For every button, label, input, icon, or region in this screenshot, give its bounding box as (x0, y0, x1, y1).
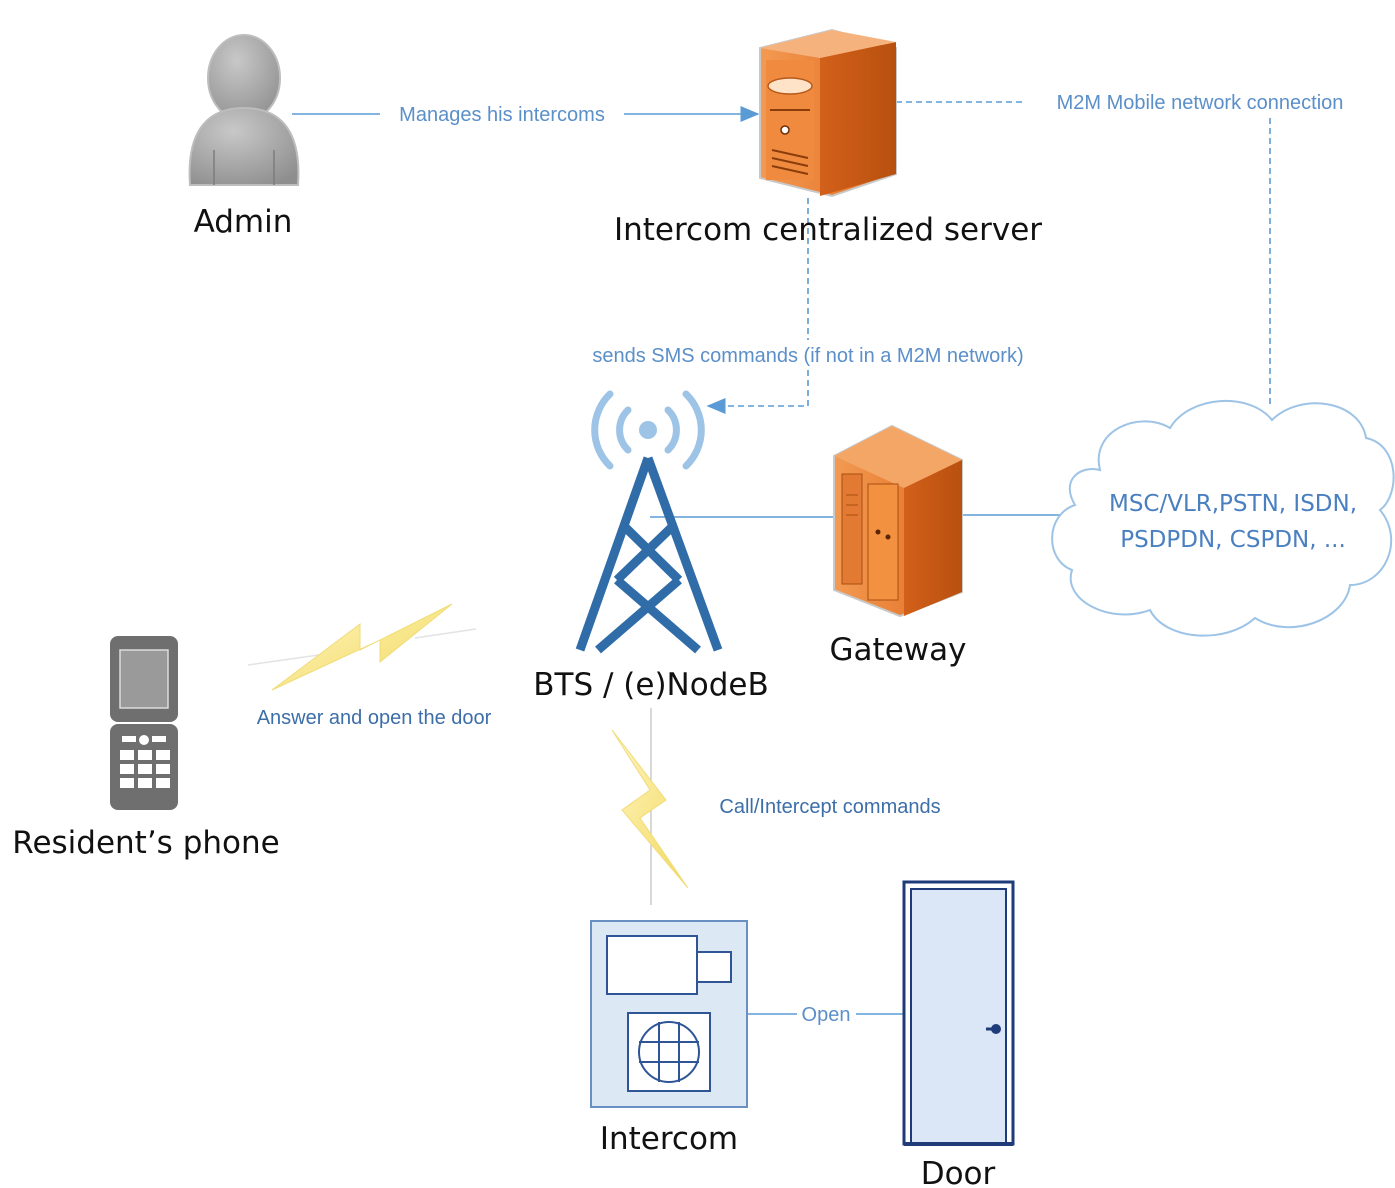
edge-label-bts-intercom: Call/Intercept commands (719, 796, 940, 818)
intercom-label: Intercom (600, 1121, 738, 1157)
gateway-icon (833, 424, 963, 618)
intercom-node: Intercom (590, 920, 748, 1157)
admin-node: Admin (188, 34, 300, 240)
phone-node: Resident’s phone (12, 636, 280, 861)
person-icon (188, 34, 300, 186)
gateway-node: Gateway (830, 424, 967, 668)
edge-label-admin-server: Manages his intercoms (399, 104, 605, 126)
edge-label-server-bts: sends SMS commands (if not in a M2M netw… (592, 345, 1023, 367)
lightning-intercom-icon (611, 729, 689, 889)
cloud-icon (1051, 400, 1395, 637)
server-node: Intercom centralized server (614, 28, 1042, 248)
edge-label-server-network: M2M Mobile network connection (1057, 92, 1344, 114)
network-label-line2: PSDPDN, CSPDN, ... (1120, 527, 1346, 553)
door-label: Door (921, 1156, 996, 1188)
signal-waves-icon (591, 390, 705, 470)
door-node: Door (902, 880, 1015, 1188)
bts-label: BTS / (e)NodeB (533, 667, 768, 703)
tower-icon (575, 456, 723, 654)
phone-label: Resident’s phone (12, 825, 279, 861)
edge-label-intercom-door: Open (802, 1004, 851, 1026)
phone-icon (110, 636, 178, 810)
connectors (292, 101, 1271, 1015)
network-label-line1: MSC/VLR,PSTN, ISDN, (1109, 491, 1357, 517)
door-icon (902, 880, 1015, 1146)
edge-server-bts-bottom (706, 370, 809, 414)
intercom-icon (590, 920, 748, 1108)
server-label: Intercom centralized server (614, 212, 1042, 248)
gateway-label: Gateway (830, 632, 967, 668)
bts-node: BTS / (e)NodeB (533, 390, 769, 703)
admin-label: Admin (194, 204, 293, 240)
lightning-phone-icon (247, 603, 477, 691)
server-icon (759, 28, 897, 198)
network-cloud: MSC/VLR,PSTN, ISDN, PSDPDN, CSPDN, ... (1051, 400, 1395, 637)
edge-label-bts-phone: Answer and open the door (257, 707, 492, 729)
